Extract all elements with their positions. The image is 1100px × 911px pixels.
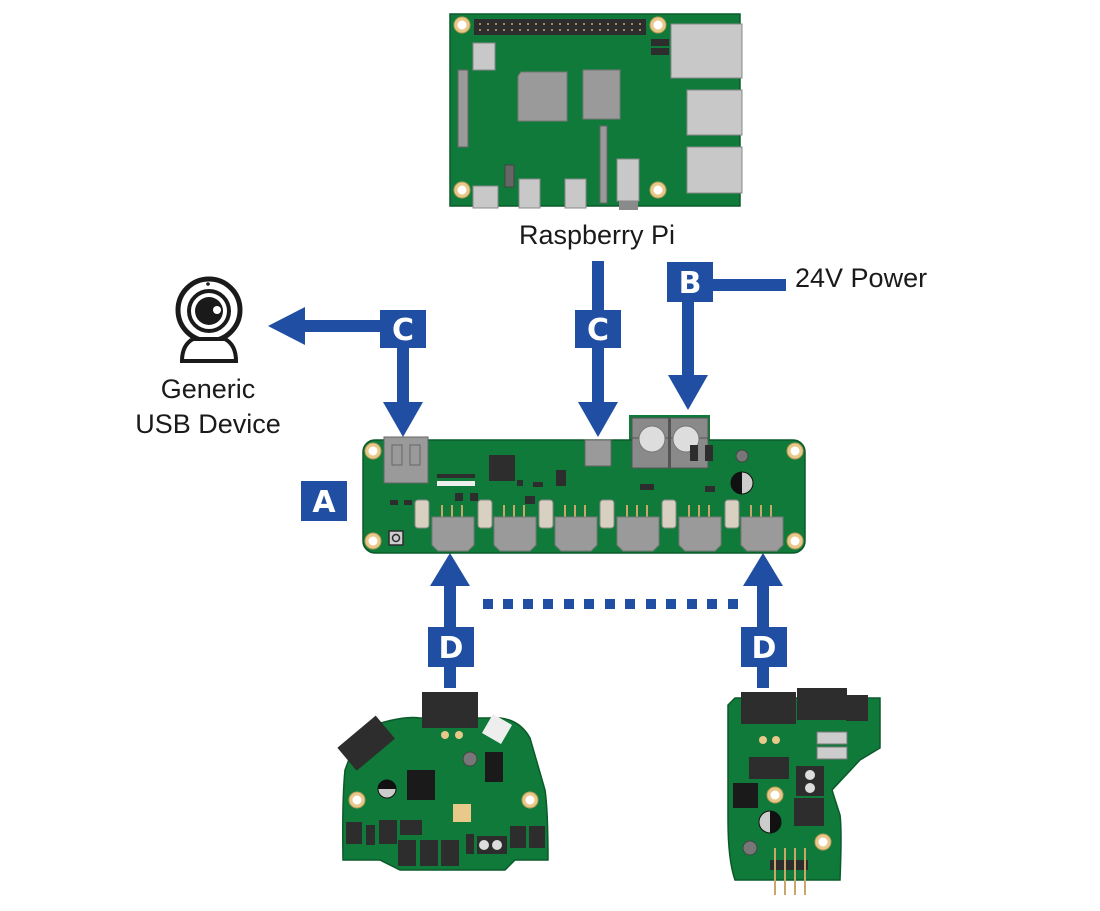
svg-text:B: B bbox=[679, 266, 702, 301]
usb-c-port bbox=[584, 439, 612, 467]
usb-device-label-line1: Generic bbox=[161, 374, 256, 404]
arrow-power-to-hub bbox=[682, 290, 694, 375]
usb-device-label-line2: USB Device bbox=[135, 409, 281, 439]
raspberry-pi-label: Raspberry Pi bbox=[519, 220, 675, 250]
badge-d-right: D bbox=[741, 627, 787, 667]
svg-text:C: C bbox=[392, 313, 414, 348]
raspberry-pi-board bbox=[449, 13, 743, 210]
module-connector bbox=[422, 692, 478, 728]
power-label: 24V Power bbox=[795, 263, 927, 293]
arrow-head-down bbox=[668, 375, 708, 410]
arrow-head-up bbox=[430, 553, 470, 586]
badge-b-power: B bbox=[667, 262, 713, 302]
gpio-header bbox=[474, 19, 646, 35]
usb-a-port bbox=[383, 436, 429, 484]
badge-d-left: D bbox=[428, 627, 474, 667]
jst-connector bbox=[554, 516, 598, 552]
jst-connector bbox=[740, 516, 784, 552]
jst-connector bbox=[678, 516, 722, 552]
svg-text:D: D bbox=[439, 631, 464, 666]
arrow-c-to-usb-device bbox=[305, 320, 385, 332]
arrow-head-left bbox=[268, 307, 305, 345]
svg-text:A: A bbox=[312, 485, 336, 520]
arrow-head-down bbox=[578, 402, 618, 437]
badge-c-usb: C bbox=[380, 310, 426, 348]
badge-a-hub: A bbox=[301, 481, 347, 521]
module-connectors bbox=[431, 505, 784, 552]
soc-chip bbox=[517, 71, 568, 122]
pin-header bbox=[770, 860, 808, 870]
ethernet-port bbox=[670, 23, 743, 79]
arrow-power-line bbox=[700, 279, 786, 291]
svg-text:C: C bbox=[587, 313, 609, 348]
usb-port bbox=[686, 146, 743, 194]
arrow-head-up bbox=[743, 553, 783, 586]
hub-board: ✚ ✚ bbox=[362, 415, 806, 554]
badge-c-pi: C bbox=[575, 310, 621, 348]
left-module-board bbox=[337, 692, 549, 871]
dotted-link bbox=[483, 599, 738, 609]
arrow-head-down bbox=[383, 402, 423, 437]
arrow-c-to-hub-usb bbox=[397, 340, 409, 402]
mcu-chip bbox=[489, 455, 515, 481]
module-connector bbox=[741, 692, 796, 724]
webcam-icon bbox=[175, 276, 243, 363]
jst-connector bbox=[493, 516, 537, 552]
svg-text:D: D bbox=[752, 631, 777, 666]
right-module-board bbox=[727, 688, 881, 895]
jst-connector bbox=[616, 516, 660, 552]
jst-connector bbox=[431, 516, 475, 552]
usb-port bbox=[686, 89, 743, 136]
